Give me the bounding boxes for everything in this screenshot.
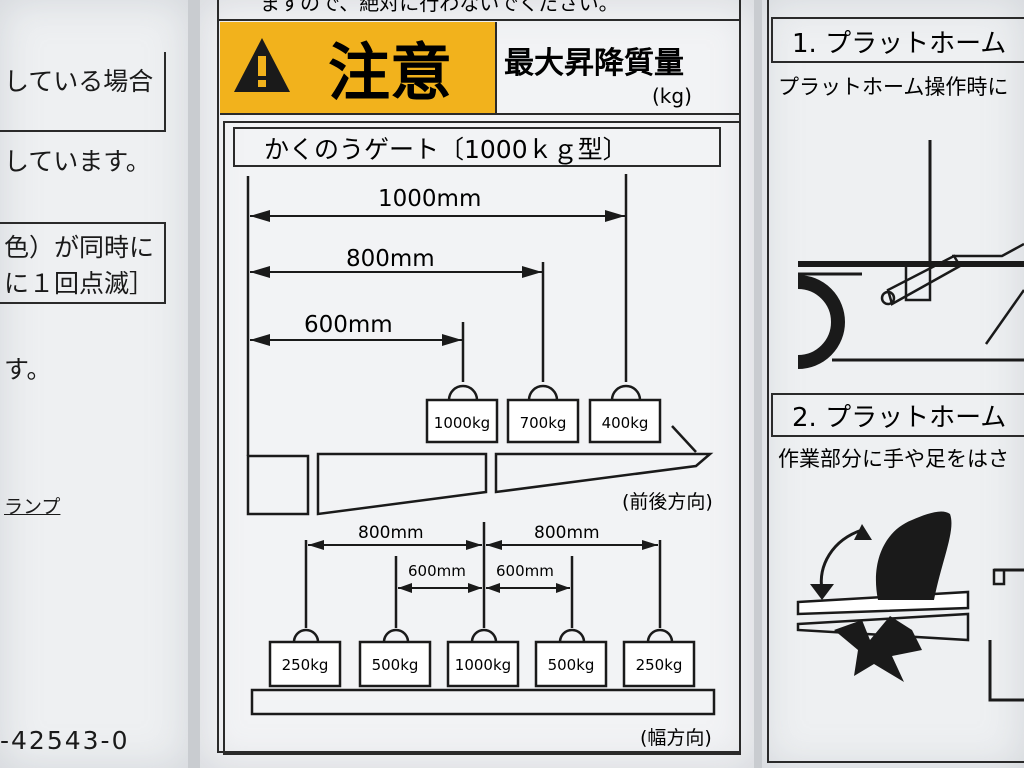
caution-title: 注意 xyxy=(328,36,452,109)
svg-text:700kg: 700kg xyxy=(520,414,567,432)
weight-1000kg-center: 1000kg xyxy=(446,628,520,688)
left-code: -42543-0 xyxy=(0,726,130,755)
dim-600mm-right: 600mm xyxy=(496,562,554,580)
left-text-4: に１回点滅］ xyxy=(4,269,155,298)
width-dir-label: (幅方向) xyxy=(640,727,712,749)
svg-text:500kg: 500kg xyxy=(548,656,595,674)
weight-500kg-right: 500kg xyxy=(534,628,608,688)
rotate-arrow-icon xyxy=(819,528,863,591)
caution-label-panel: ますので、絶対に行わないでください。 注意 最大昇降質量 (kg) かくのうゲー… xyxy=(200,0,754,768)
warning-icon-bar xyxy=(258,56,266,76)
section-1-text: プラットホーム操作時に xyxy=(778,75,1008,99)
platform-segment-2 xyxy=(494,452,714,494)
svg-text:500kg: 500kg xyxy=(372,656,419,674)
svg-text:400kg: 400kg xyxy=(602,414,649,432)
svg-text:250kg: 250kg xyxy=(282,656,329,674)
section-2-header-box xyxy=(771,393,1024,437)
gate-title-box xyxy=(233,127,721,167)
left-text-1: している場合 xyxy=(4,67,154,96)
front-back-label: (前後方向) xyxy=(622,491,713,513)
hand-icon xyxy=(875,511,952,600)
dim-600mm: 600mm xyxy=(304,312,393,338)
max-load-title: 最大昇降質量 xyxy=(504,46,684,81)
svg-text:1000kg: 1000kg xyxy=(455,656,511,674)
weight-1000kg: 1000kg xyxy=(425,384,499,444)
svg-text:1000kg: 1000kg xyxy=(434,414,490,432)
section-1-header-box xyxy=(771,17,1024,63)
gate-box-side xyxy=(246,454,310,516)
right-label-panel: 1. プラットホーム プラットホーム操作時に 2. プラットホーム 作業部分に手… xyxy=(762,0,1024,768)
left-text-2: しています。 xyxy=(4,147,151,176)
warning-icon-dot xyxy=(258,80,266,87)
unit-label: (kg) xyxy=(652,84,692,108)
diagram-frame xyxy=(223,121,741,755)
dim-800mm-left: 800mm xyxy=(358,523,424,543)
left-text-5: す。 xyxy=(4,355,52,384)
right-label-graphic: 1. プラットホーム プラットホーム操作時に 2. プラットホーム 作業部分に手… xyxy=(767,0,1024,763)
weight-250kg-left: 250kg xyxy=(268,628,342,688)
wheel-icon xyxy=(797,275,845,369)
top-cut-text: ますので、絶対に行わないでください。 xyxy=(260,0,619,15)
gate-title: かくのうゲート〔1000ｋｇ型〕 xyxy=(264,135,628,164)
svg-text:250kg: 250kg xyxy=(636,656,683,674)
platform-front-view xyxy=(250,688,716,716)
dim-800mm-right: 800mm xyxy=(534,523,600,543)
weight-700kg: 700kg xyxy=(506,384,580,444)
left-frame-box xyxy=(0,52,166,132)
section-1-heading: 1. プラットホーム xyxy=(792,29,1006,59)
weight-400kg: 400kg xyxy=(588,384,662,444)
section-2-text: 作業部分に手や足をはさ xyxy=(778,447,1009,471)
left-text-3: 色）が同時に xyxy=(4,233,155,262)
left-text-6: ランプ xyxy=(4,496,61,518)
caution-label-graphic: ますので、絶対に行わないでください。 注意 最大昇降質量 (kg) かくのうゲー… xyxy=(217,0,741,755)
pinch-burst-icon xyxy=(834,616,922,682)
platform-segment-1 xyxy=(316,452,488,516)
left-label-panel: している場合 しています。 色）が同時に に１回点滅］ す。 ランプ -4254… xyxy=(0,0,188,768)
weight-250kg-right: 250kg xyxy=(622,628,696,688)
section-2-heading: 2. プラットホーム xyxy=(792,403,1006,433)
left-frame-box-2 xyxy=(0,222,166,304)
dim-600mm-left: 600mm xyxy=(408,562,466,580)
weight-500kg-left: 500kg xyxy=(358,628,432,688)
dim-800mm: 800mm xyxy=(346,246,435,272)
dim-1000mm: 1000mm xyxy=(378,186,481,212)
